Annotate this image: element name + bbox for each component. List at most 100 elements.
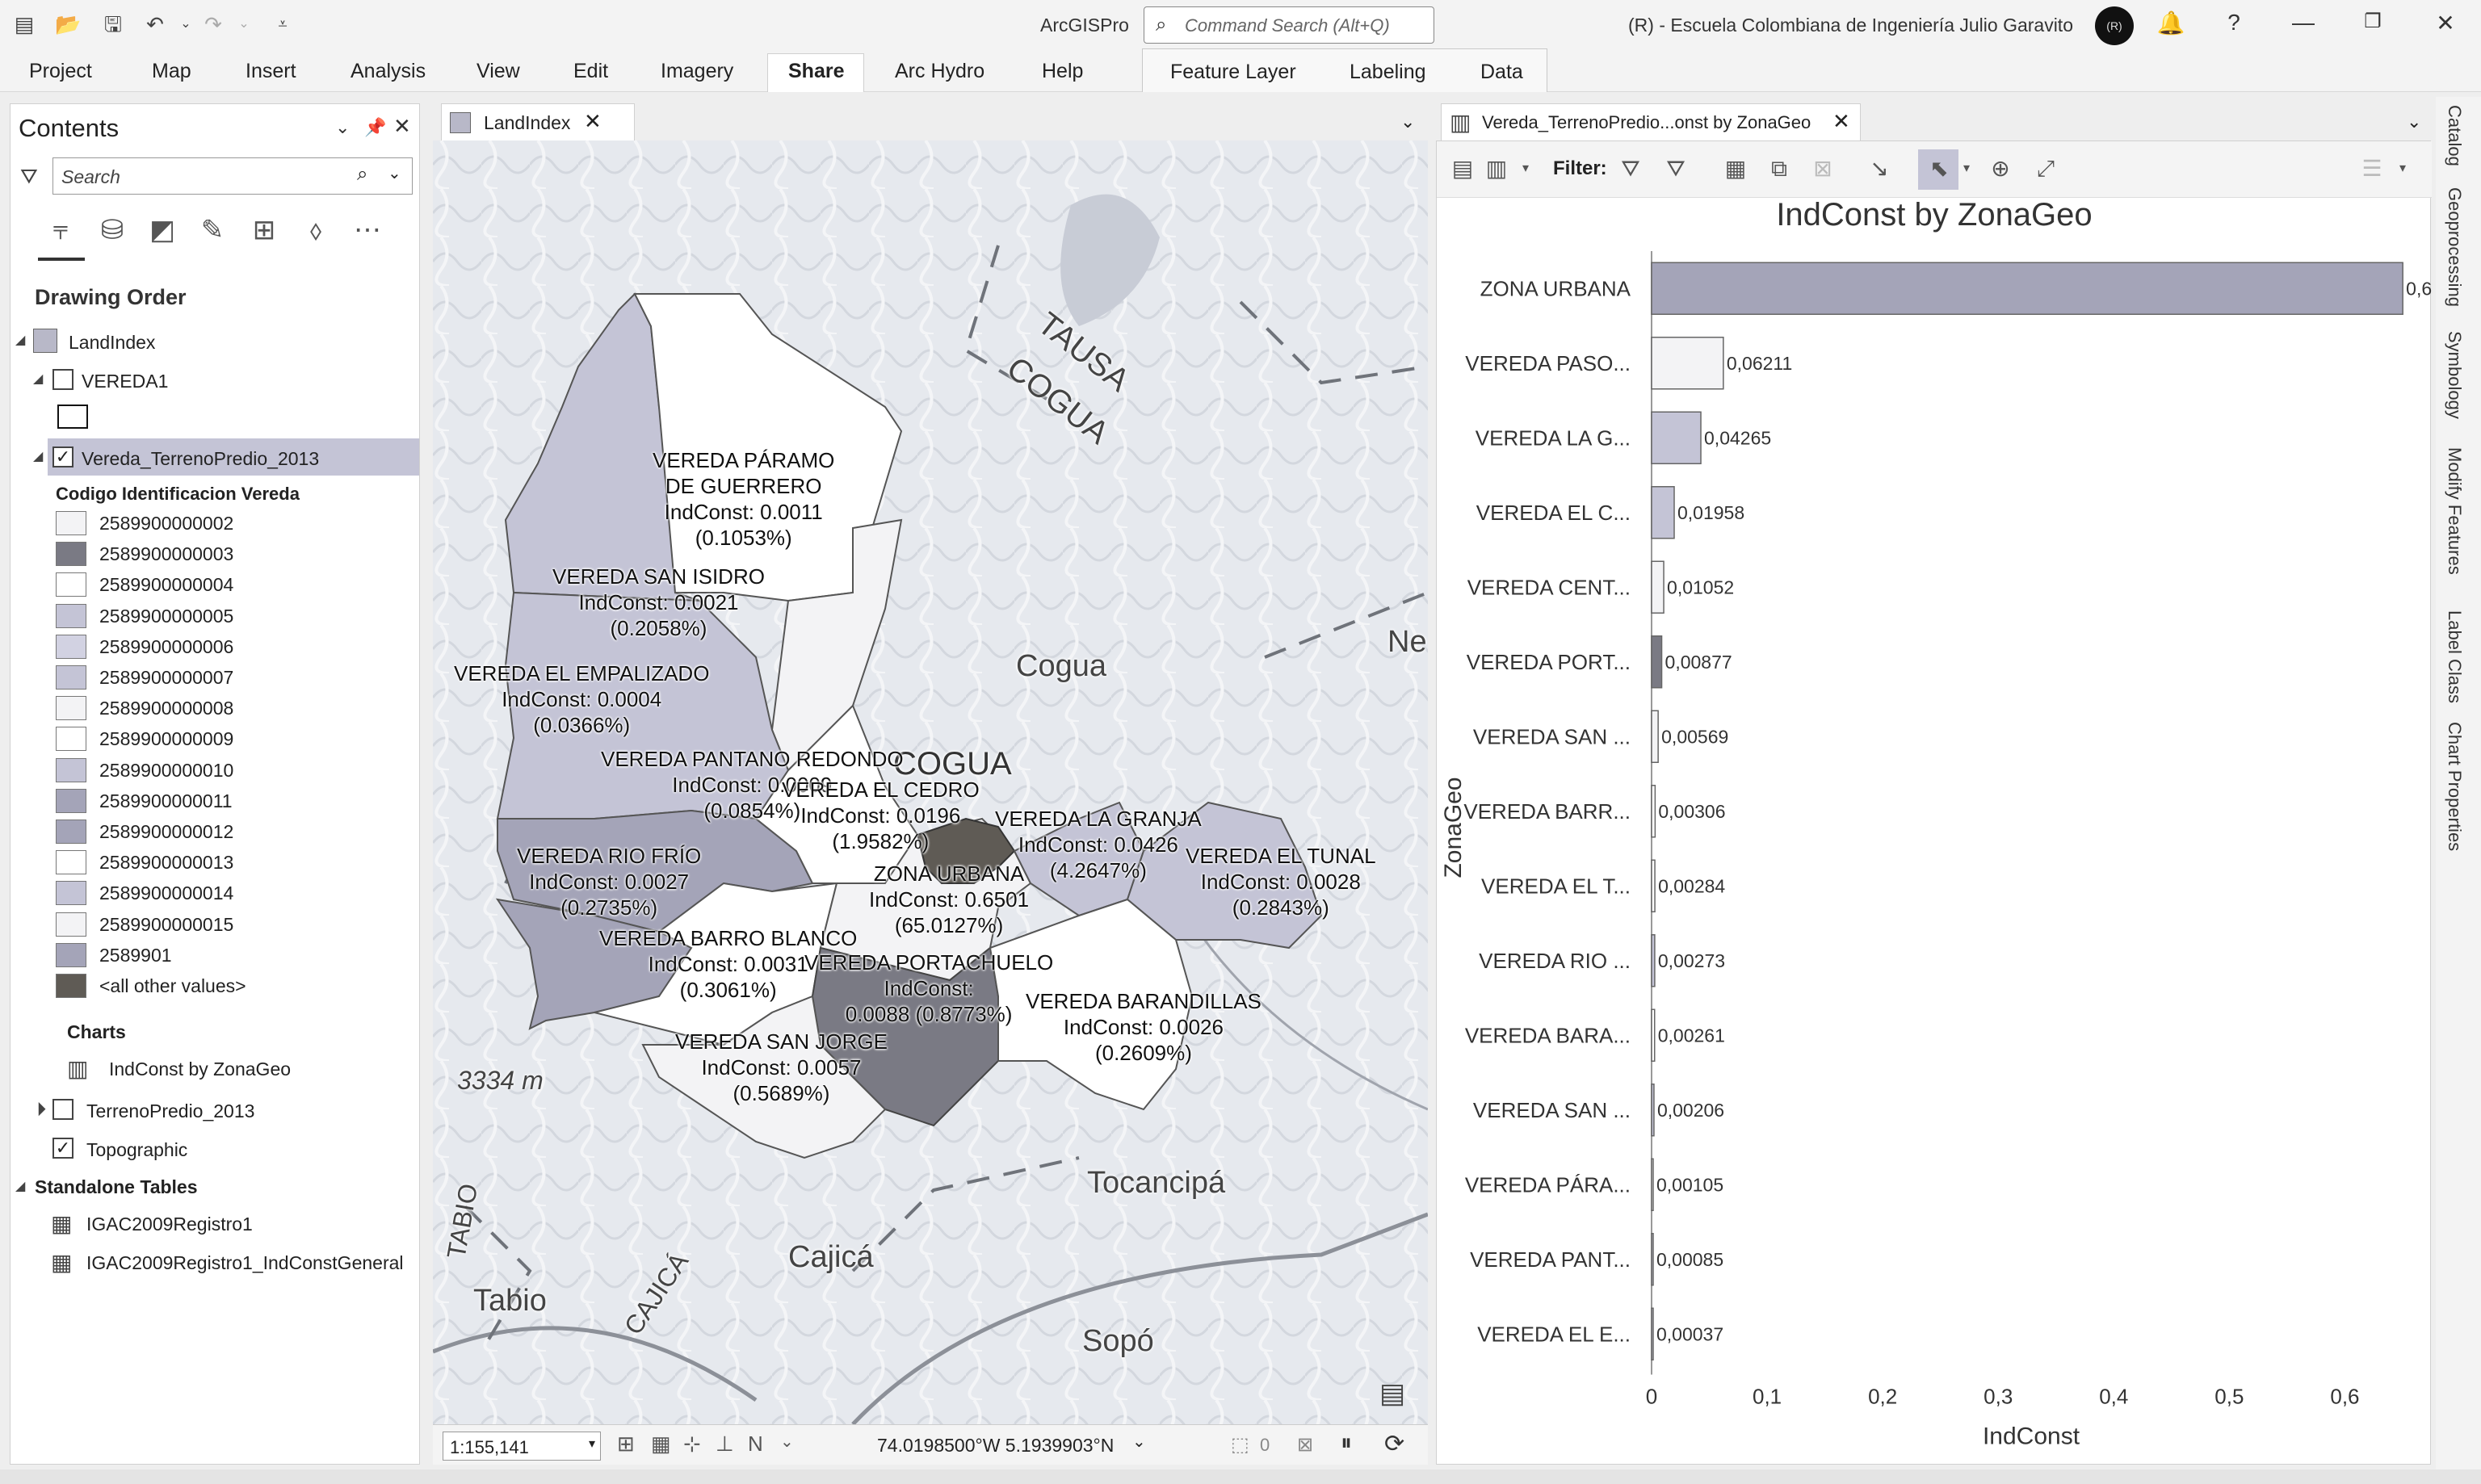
tab-view[interactable]: View xyxy=(476,60,520,82)
list-by-snapping-icon[interactable]: ⊞ xyxy=(252,215,276,245)
side-tab-symbology[interactable]: Symbology xyxy=(2445,331,2465,419)
tree-table-1[interactable]: IGAC2009Registro1 xyxy=(86,1214,253,1235)
map-view[interactable]: TAUSA COGUA Cogua Ne Tocancipá Cajicá Ta… xyxy=(433,140,1428,1424)
layer-checkbox-terreno[interactable] xyxy=(52,1099,73,1120)
layer-checkbox-vereda1[interactable] xyxy=(52,369,73,390)
legend-swatch[interactable] xyxy=(56,603,86,628)
tab-project[interactable]: Project xyxy=(29,60,92,82)
chevron-down-icon[interactable]: ⌄ xyxy=(2407,111,2422,132)
chart-bar[interactable] xyxy=(1651,1307,1654,1360)
tab-data[interactable]: Data xyxy=(1480,61,1523,83)
tree-layer-vereda-terrenopredio[interactable]: Vereda_TerrenoPredio_2013 xyxy=(82,448,320,469)
layer-checkbox-main[interactable]: ✓ xyxy=(52,446,73,467)
chevron-down-icon[interactable]: ▾ xyxy=(1522,161,1530,175)
chart-bar[interactable] xyxy=(1651,1158,1654,1211)
polygon-vereda-barandillas[interactable] xyxy=(989,898,1194,1111)
chart-bar[interactable] xyxy=(1651,486,1675,539)
close-pane-icon[interactable]: ✕ xyxy=(393,114,411,138)
clear-selection-icon[interactable]: ⊠ xyxy=(1297,1434,1314,1456)
refresh-icon[interactable]: ⟳ xyxy=(1384,1431,1405,1457)
chart-bar[interactable] xyxy=(1651,934,1656,987)
sort-icon[interactable]: ↘ xyxy=(1870,156,1889,181)
side-tab-chart-properties[interactable]: Chart Properties xyxy=(2445,722,2465,852)
chart-bar[interactable] xyxy=(1651,411,1702,464)
legend-swatch[interactable] xyxy=(56,665,86,690)
more-options-icon[interactable]: ⋯ xyxy=(354,215,381,245)
pause-drawing-icon[interactable]: ⏸ xyxy=(1341,1430,1353,1455)
filter-selection-icon[interactable]: ⛛ xyxy=(1666,156,1685,181)
chevron-down-icon[interactable]: ⌄ xyxy=(335,117,351,137)
chart-bar[interactable] xyxy=(1651,635,1663,689)
minimize-icon[interactable]: — xyxy=(2292,10,2315,35)
legend-swatch[interactable] xyxy=(56,850,86,875)
chart-bar[interactable] xyxy=(1651,1084,1655,1137)
pin-icon[interactable]: 📌 xyxy=(364,117,387,137)
side-tab-modify-features[interactable]: Modify Features xyxy=(2445,447,2465,575)
legend-swatch[interactable] xyxy=(56,572,86,597)
tab-insert[interactable]: Insert xyxy=(246,60,296,82)
undo-dropdown-icon[interactable]: ⌄ xyxy=(180,17,191,31)
navigation-icon[interactable]: ⊹ xyxy=(683,1432,701,1456)
switch-selection-icon[interactable]: ⧉ xyxy=(1771,156,1787,181)
close-tab-icon[interactable]: ✕ xyxy=(1832,109,1850,133)
side-tab-geoprocessing[interactable]: Geoprocessing xyxy=(2445,187,2465,307)
tab-analysis[interactable]: Analysis xyxy=(351,60,426,82)
polygon-vereda-san-jorge[interactable] xyxy=(641,995,887,1159)
filter-icon[interactable]: ⛛ xyxy=(20,164,38,188)
chevron-down-icon[interactable]: ▾ xyxy=(1963,161,1971,175)
select-icon[interactable]: ⬉ xyxy=(1929,156,1949,181)
open-project-icon[interactable]: 📂 xyxy=(55,12,82,36)
redo-dropdown-icon[interactable]: ⌄ xyxy=(238,17,250,31)
clear-selection-icon[interactable]: ⊠ xyxy=(1813,156,1832,181)
chart-bar[interactable] xyxy=(1651,337,1724,390)
tab-labeling[interactable]: Labeling xyxy=(1350,61,1426,83)
chevron-down-icon[interactable]: ▾ xyxy=(2399,161,2407,175)
close-tab-icon[interactable]: ✕ xyxy=(584,109,602,133)
list-by-data-source-icon[interactable]: ⛁ xyxy=(100,215,124,245)
chart-bar[interactable] xyxy=(1651,1008,1656,1062)
tab-chart[interactable]: ▥ Vereda_TerrenoPredio...onst by ZonaGeo… xyxy=(1441,103,1861,140)
close-window-icon[interactable]: ✕ xyxy=(2436,10,2455,36)
tab-landindex[interactable]: LandIndex ✕ xyxy=(441,103,635,140)
tab-share[interactable]: Share xyxy=(788,60,845,82)
expand-icon[interactable]: ◢ xyxy=(33,372,44,386)
legend-swatch[interactable] xyxy=(56,974,86,998)
redo-icon[interactable]: ↷ xyxy=(204,12,222,36)
expand-icon[interactable]: ◢ xyxy=(15,333,26,347)
layer-checkbox-topographic[interactable]: ✓ xyxy=(52,1138,73,1159)
search-options-icon[interactable]: ⌄ xyxy=(388,165,401,182)
legend-swatch[interactable] xyxy=(56,727,86,752)
chart-bar[interactable] xyxy=(1651,262,2403,315)
chevron-down-icon[interactable]: ⌄ xyxy=(1400,111,1416,132)
tab-arc-hydro[interactable]: Arc Hydro xyxy=(895,60,985,82)
legend-swatch[interactable] xyxy=(56,757,86,782)
expand-icon[interactable]: ◢ xyxy=(33,450,44,463)
undo-icon[interactable]: ↶ xyxy=(146,12,164,36)
map-canvas[interactable] xyxy=(433,140,1428,1424)
chevron-down-icon[interactable]: ⌄ xyxy=(780,1433,794,1451)
tree-chart-indconst[interactable]: IndConst by ZonaGeo xyxy=(109,1059,292,1079)
list-by-labeling-icon[interactable]: ⬨ xyxy=(309,215,322,245)
legend-swatch[interactable] xyxy=(56,634,86,659)
side-tab-label-class[interactable]: Label Class xyxy=(2445,610,2465,703)
tree-map-landindex[interactable]: LandIndex xyxy=(69,332,156,353)
notifications-icon[interactable]: 🔔 xyxy=(2156,10,2185,36)
zoom-in-icon[interactable]: ⊕ xyxy=(1991,156,2010,181)
polygon-zona-urbana[interactable] xyxy=(916,817,1016,884)
legend-swatch[interactable] xyxy=(56,912,86,937)
side-tab-catalog[interactable]: Catalog xyxy=(2445,105,2465,166)
scale-selector[interactable]: 1:155,141▾ xyxy=(443,1432,601,1461)
tree-table-2[interactable]: IGAC2009Registro1_IndConstGeneral xyxy=(86,1252,404,1273)
chart-type-icon[interactable]: ▥ xyxy=(1485,156,1508,181)
tab-help[interactable]: Help xyxy=(1042,60,1084,82)
tree-layer-terrenopredio[interactable]: TerrenoPredio_2013 xyxy=(86,1100,255,1121)
legend-icon[interactable]: ☰ xyxy=(2361,156,2382,181)
chart-bar[interactable] xyxy=(1651,859,1656,912)
legend-swatch[interactable] xyxy=(56,881,86,906)
list-by-editing-icon[interactable]: ✎ xyxy=(200,215,225,245)
legend-swatch[interactable] xyxy=(56,696,86,721)
chart-bar[interactable] xyxy=(1651,710,1659,763)
tab-edit[interactable]: Edit xyxy=(573,60,609,82)
chart-bar[interactable] xyxy=(1651,560,1664,614)
